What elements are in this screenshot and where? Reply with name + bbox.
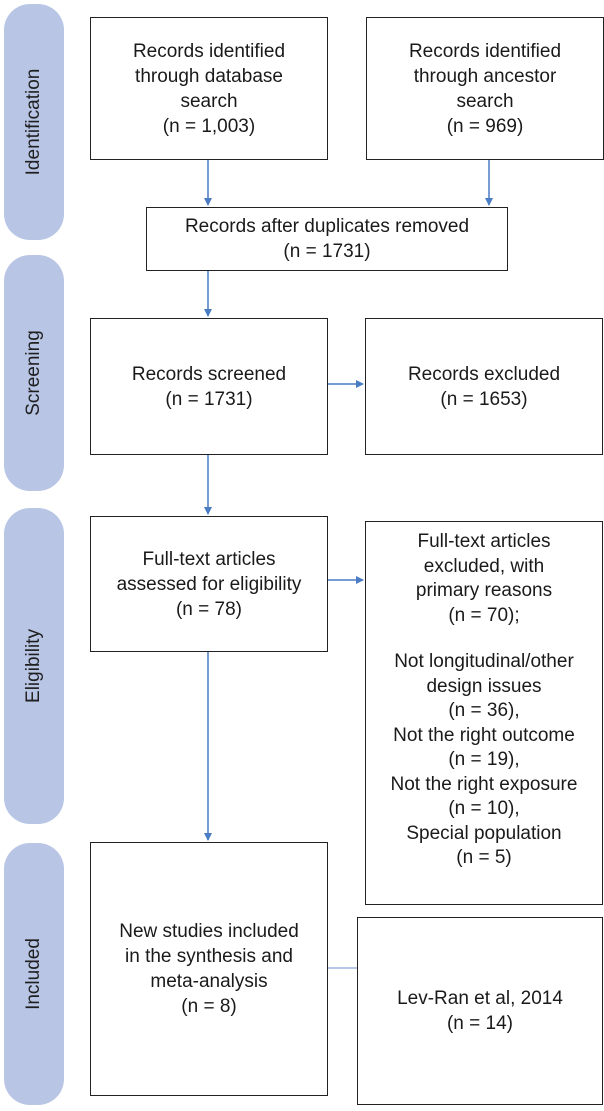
- box-lev-ran: Lev-Ran et al, 2014 (n = 14): [357, 917, 603, 1105]
- ancestor-search-line-3: search: [456, 90, 514, 112]
- db-search-line-3: search: [180, 90, 238, 112]
- reason-design-count: (n = 36),: [448, 700, 520, 721]
- included-count: (n = 8): [181, 996, 237, 1017]
- screened-count: (n = 1731): [165, 388, 253, 410]
- db-search-line-1: Records identified: [132, 40, 286, 62]
- box-ancestor-search: Records identified through ancestor sear…: [366, 17, 604, 160]
- reason-design-label-1: Not longitudinal/other: [394, 651, 574, 672]
- fulltext-assessed-count: (n = 78): [175, 598, 242, 620]
- fulltext-excluded-line-1: Full-text articles: [417, 531, 551, 552]
- fulltext-excluded-count: (n = 70);: [448, 604, 520, 626]
- db-search-line-2: through database: [135, 65, 283, 87]
- box-records-screened: Records screened (n = 1731): [90, 318, 328, 455]
- reason-exposure-count: (n = 10),: [448, 798, 520, 819]
- excluded-label: Records excluded: [407, 363, 561, 385]
- box-included-studies: New studies included in the synthesis an…: [90, 842, 328, 1096]
- reason-exposure-label: Not the right exposure: [390, 773, 578, 795]
- reason-design-label-2: design issues: [426, 675, 542, 697]
- reason-population-label: Special population: [406, 822, 562, 844]
- db-search-count: (n = 1,003): [162, 115, 256, 137]
- duplicates-removed-count: (n = 1731): [283, 241, 371, 262]
- box-records-excluded: Records excluded (n = 1653): [365, 318, 603, 455]
- included-line-3: meta-analysis: [150, 971, 268, 992]
- phase-screening: Screening: [4, 255, 64, 491]
- screened-label: Records screened: [131, 363, 287, 385]
- ancestor-search-line-1: Records identified: [408, 40, 562, 62]
- box-fulltext-excluded: Full-text articles excluded, with primar…: [365, 521, 603, 905]
- phase-eligibility: Eligibility: [4, 508, 64, 824]
- lev-ran-label: Lev-Ran et al, 2014: [397, 988, 563, 1009]
- included-line-1: New studies included: [119, 921, 299, 942]
- phase-identification: Identification: [4, 4, 64, 240]
- reason-outcome-count: (n = 19),: [448, 749, 520, 770]
- phase-included: Included: [4, 843, 64, 1105]
- box-database-search: Records identified through database sear…: [90, 17, 328, 160]
- fulltext-assessed-line-2: assessed for eligibility: [116, 573, 302, 595]
- ancestor-search-line-2: through ancestor: [413, 65, 557, 87]
- box-duplicates-removed: Records after duplicates removed (n = 17…: [146, 207, 508, 271]
- included-line-2: in the synthesis and: [125, 946, 293, 967]
- lev-ran-count: (n = 14): [446, 1013, 513, 1034]
- reason-outcome-label: Not the right outcome: [393, 724, 575, 746]
- fulltext-assessed-line-1: Full-text articles: [142, 548, 276, 570]
- ancestor-search-count: (n = 969): [446, 115, 524, 137]
- fulltext-excluded-line-3: primary reasons: [415, 580, 553, 601]
- excluded-count: (n = 1653): [440, 388, 528, 410]
- duplicates-removed-label: Records after duplicates removed: [184, 216, 470, 237]
- box-fulltext-assessed: Full-text articles assessed for eligibil…: [90, 516, 328, 652]
- fulltext-excluded-line-2: excluded, with: [423, 555, 545, 577]
- reason-population-count: (n = 5): [456, 847, 512, 868]
